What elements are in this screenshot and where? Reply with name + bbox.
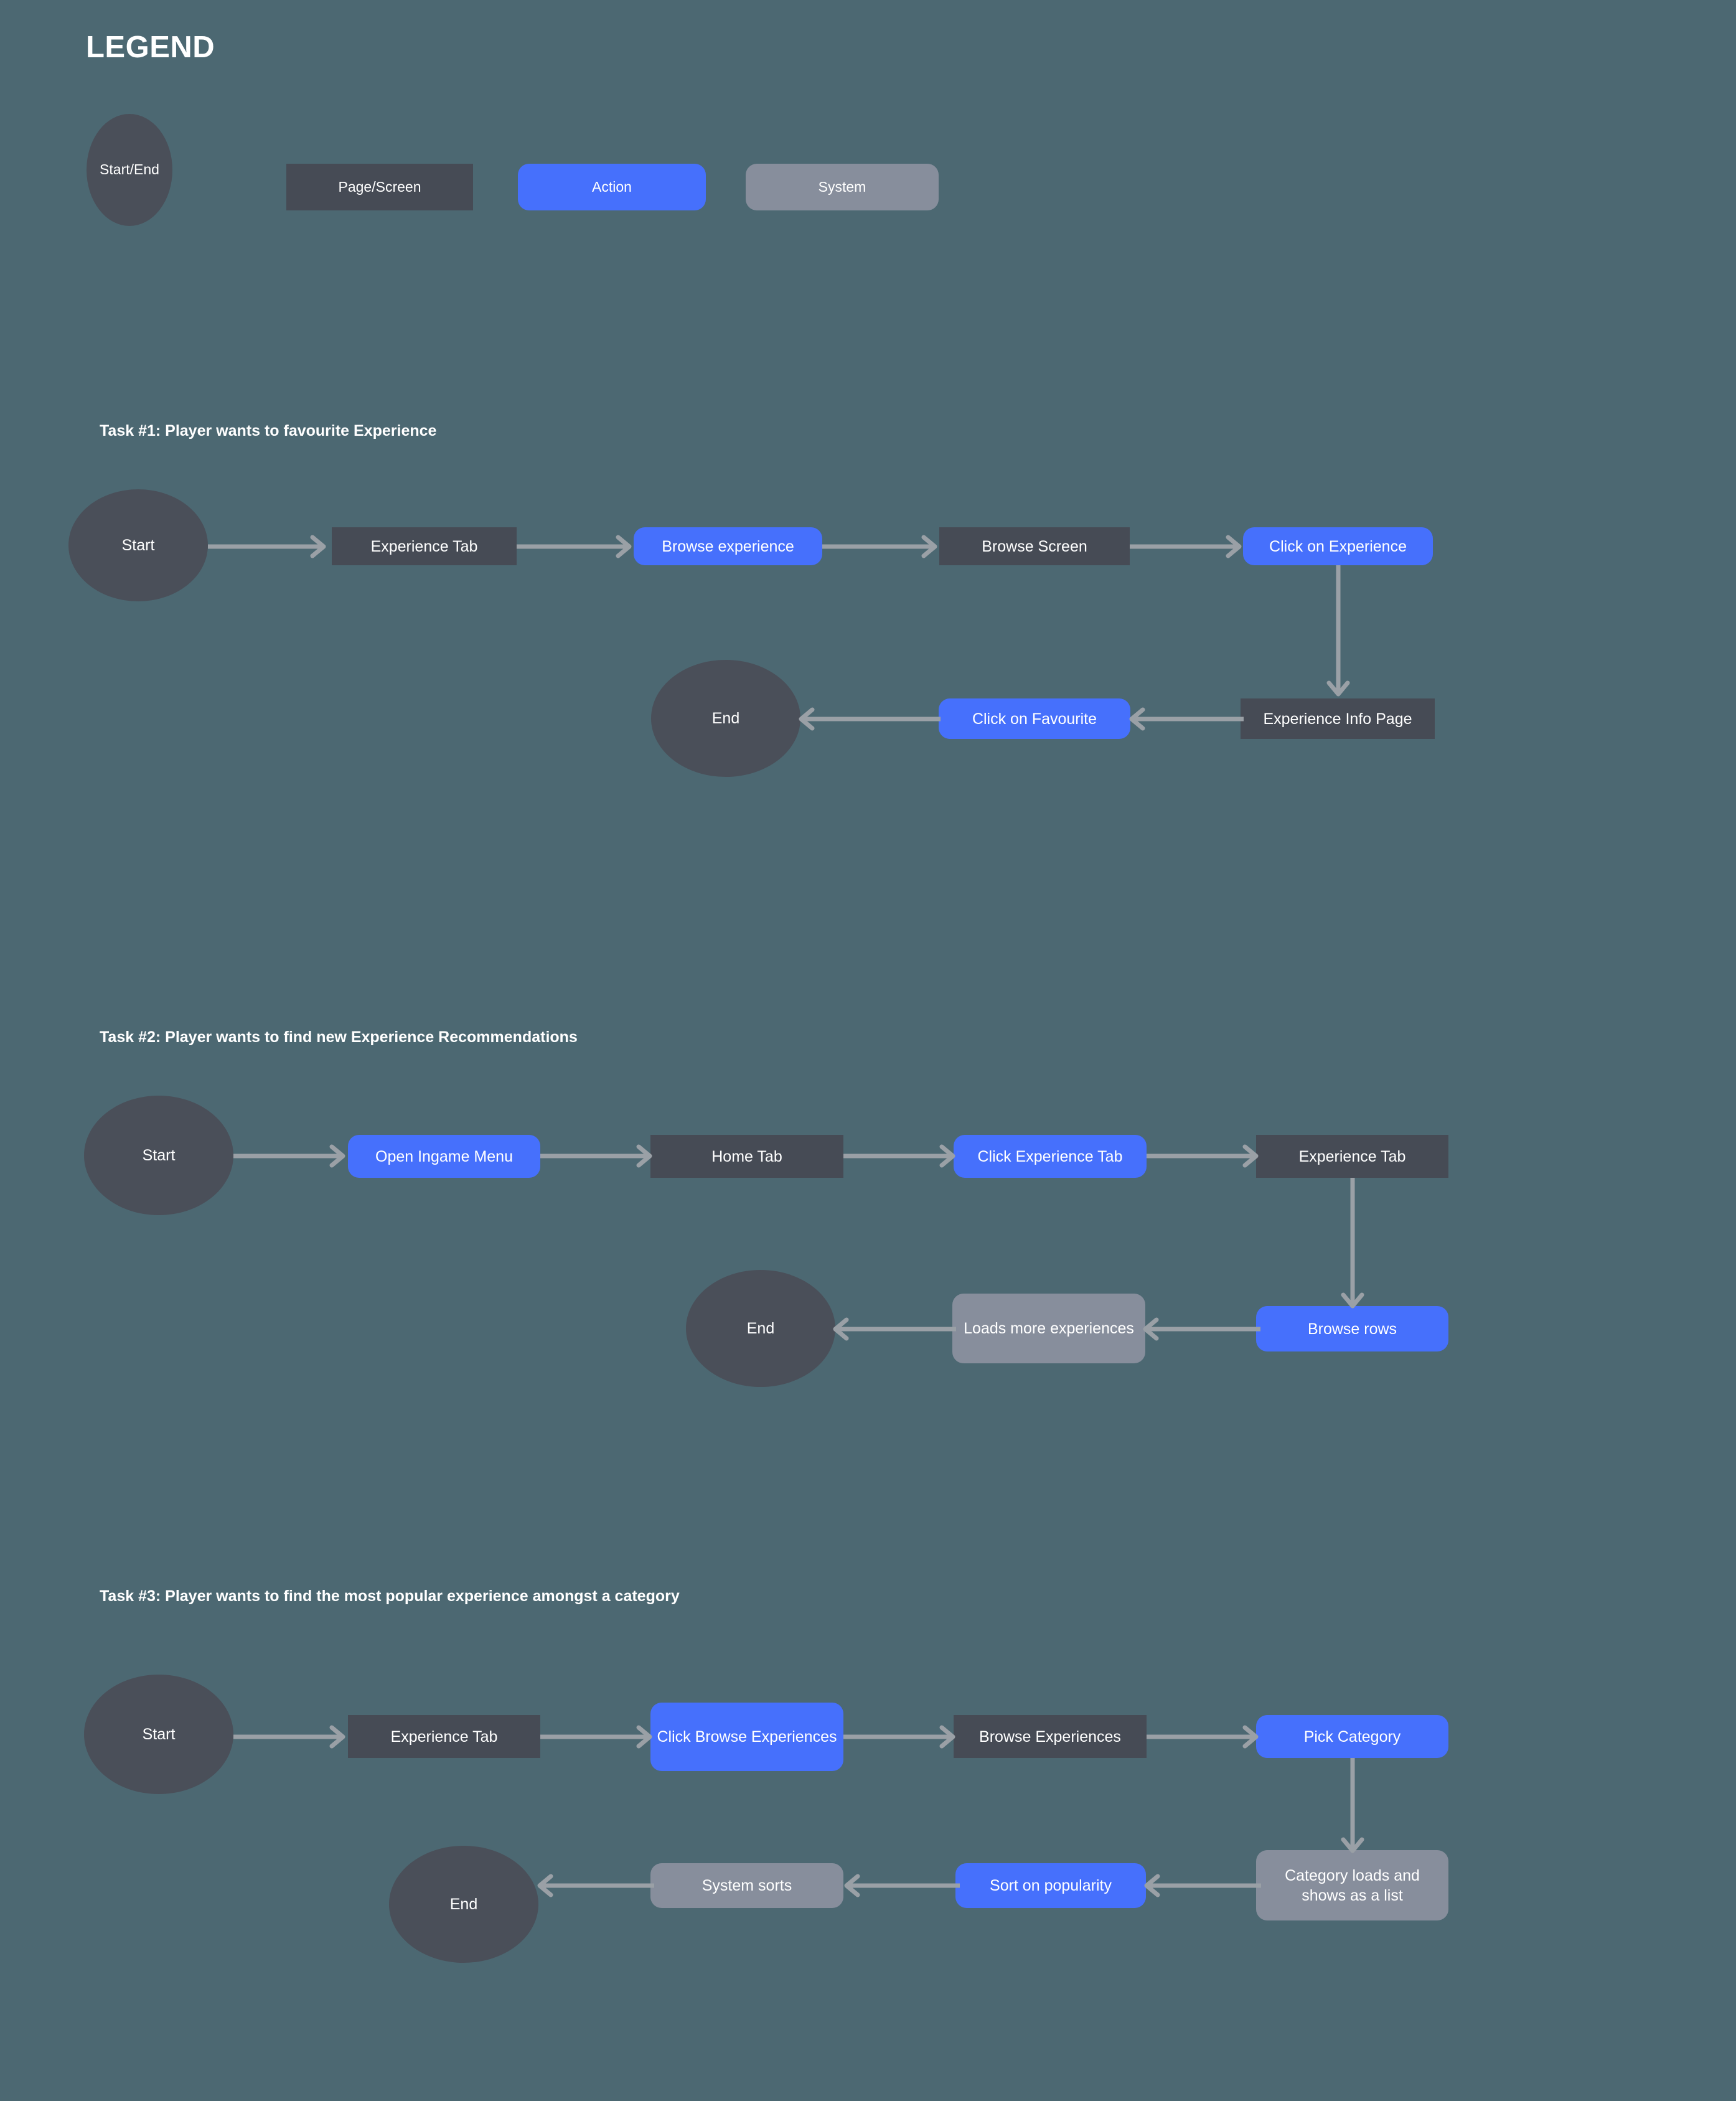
task1-connector-browse-experience-to-browse-screen [822, 534, 944, 559]
task2-node-browse-rows[interactable]: Browse rows [1256, 1306, 1448, 1351]
task3-connector-experience-tab-to-click-browse-experiences [540, 1724, 659, 1749]
task3-node-browse-experiences[interactable]: Browse Experiences [954, 1715, 1147, 1758]
task1-node-click-on-experience[interactable]: Click on Experience [1243, 527, 1433, 565]
legend-shape-start-end: Start/End [87, 114, 172, 226]
task-1-header: Task #1: Player wants to favourite Exper… [100, 422, 437, 439]
task1-node-experience-info-page[interactable]: Experience Info Page [1241, 698, 1435, 739]
task3-label-category-loads: Category loads and shows as a list [1285, 1866, 1420, 1904]
task2-node-start[interactable]: Start [84, 1096, 233, 1215]
task3-label-experience-tab: Experience Tab [390, 1727, 498, 1746]
task2-label-click-experience-tab: Click Experience Tab [977, 1147, 1123, 1165]
task3-node-end[interactable]: End [389, 1846, 538, 1963]
task3-label-end: End [449, 1896, 478, 1913]
task2-node-experience-tab[interactable]: Experience Tab [1256, 1135, 1448, 1178]
task1-connector-click-on-experience-to-info-page [1326, 565, 1351, 702]
task3-label-click-browse-experiences: Click Browse Experiences [657, 1728, 837, 1746]
task1-label-experience-info-page: Experience Info Page [1263, 710, 1412, 728]
task1-label-click-on-experience: Click on Experience [1269, 537, 1407, 555]
task1-node-start[interactable]: Start [68, 489, 208, 601]
task2-label-loads-more-experiences: Loads more experiences [964, 1320, 1134, 1337]
task1-connector-click-on-favourite-to-end [794, 707, 943, 731]
task2-label-home-tab: Home Tab [711, 1147, 782, 1165]
task1-label-browse-screen: Browse Screen [982, 537, 1087, 555]
task1-label-experience-tab: Experience Tab [370, 537, 478, 555]
task3-node-pick-category[interactable]: Pick Category [1256, 1715, 1448, 1758]
task1-node-experience-tab[interactable]: Experience Tab [332, 527, 517, 565]
task3-node-sort-on-popularity[interactable]: Sort on popularity [955, 1863, 1146, 1908]
task2-node-end[interactable]: End [686, 1270, 835, 1387]
task2-node-home-tab[interactable]: Home Tab [650, 1135, 843, 1178]
task3-connector-start-to-experience-tab [233, 1724, 352, 1749]
task2-connector-open-ingame-menu-to-home-tab [540, 1144, 659, 1168]
legend-label-system: System [818, 178, 866, 195]
task1-label-click-on-favourite: Click on Favourite [972, 710, 1097, 728]
task3-connector-browse-experiences-to-pick-category [1147, 1724, 1265, 1749]
task-2-header: Task #2: Player wants to find new Experi… [100, 1028, 578, 1046]
task2-label-browse-rows: Browse rows [1307, 1320, 1397, 1338]
task3-node-category-loads-and-shows-as-a-list[interactable]: Category loads and shows as a list [1256, 1850, 1448, 1920]
task3-label-sort-on-popularity: Sort on popularity [990, 1877, 1112, 1894]
task1-connector-start-to-experience-tab [208, 534, 332, 559]
task3-connector-sort-on-popularity-to-system-sorts [839, 1873, 964, 1898]
task3-node-start[interactable]: Start [84, 1675, 233, 1794]
task1-node-end[interactable]: End [651, 660, 800, 777]
task1-label-end: End [711, 710, 740, 727]
task2-connector-loads-more-experiences-to-end [828, 1317, 959, 1342]
task1-node-click-on-favourite[interactable]: Click on Favourite [939, 698, 1130, 739]
task3-node-system-sorts[interactable]: System sorts [650, 1863, 843, 1908]
page-title: LEGEND [86, 31, 215, 64]
task2-label-start: Start [142, 1147, 176, 1164]
task1-label-start: Start [121, 537, 155, 554]
task3-label-pick-category: Pick Category [1303, 1727, 1401, 1746]
task2-label-open-ingame-menu: Open Ingame Menu [375, 1147, 513, 1165]
task2-node-loads-more-experiences[interactable]: Loads more experiences [952, 1294, 1145, 1363]
task2-connector-home-tab-to-click-experience-tab [843, 1144, 962, 1168]
task2-connector-browse-rows-to-loads-more-experiences [1138, 1317, 1262, 1342]
task2-label-experience-tab: Experience Tab [1298, 1147, 1406, 1165]
task2-connector-start-to-open-ingame-menu [233, 1144, 352, 1168]
legend-shape-page-screen: Page/Screen [286, 164, 473, 210]
task3-connector-category-loads-to-sort-on-popularity [1139, 1873, 1264, 1898]
task3-label-start: Start [142, 1726, 176, 1743]
legend-label-start-end: Start/End [100, 161, 159, 178]
task1-label-browse-experience: Browse experience [662, 537, 794, 555]
task1-connector-browse-screen-to-click-on-experience [1130, 534, 1248, 559]
task3-node-experience-tab[interactable]: Experience Tab [348, 1715, 540, 1758]
task3-connector-click-browse-experiences-to-browse-experiences [843, 1724, 962, 1749]
task2-label-end: End [746, 1320, 775, 1337]
task1-node-browse-screen[interactable]: Browse Screen [939, 527, 1130, 565]
task1-connector-info-page-to-click-on-favourite [1124, 707, 1246, 731]
task3-node-click-browse-experiences[interactable]: Click Browse Experiences [650, 1703, 843, 1771]
task1-connector-experience-tab-to-browse-experience [517, 534, 638, 559]
task3-connector-system-sorts-to-end [532, 1873, 657, 1898]
task3-connector-pick-category-to-category-loads [1340, 1758, 1365, 1859]
legend-shape-system: System [746, 164, 939, 210]
task3-label-browse-experiences: Browse Experiences [979, 1727, 1121, 1746]
legend-shape-action: Action [518, 164, 706, 210]
task3-label-system-sorts: System sorts [701, 1877, 792, 1894]
legend-label-page-screen: Page/Screen [338, 178, 421, 195]
task2-connector-experience-tab-to-browse-rows [1340, 1178, 1365, 1315]
task1-node-browse-experience[interactable]: Browse experience [634, 527, 822, 565]
task2-node-click-experience-tab[interactable]: Click Experience Tab [954, 1135, 1147, 1178]
legend-label-action: Action [592, 178, 632, 195]
task2-node-open-ingame-menu[interactable]: Open Ingame Menu [348, 1135, 540, 1178]
task-3-header: Task #3: Player wants to find the most p… [100, 1587, 680, 1605]
task2-connector-click-experience-tab-to-experience-tab [1147, 1144, 1265, 1168]
